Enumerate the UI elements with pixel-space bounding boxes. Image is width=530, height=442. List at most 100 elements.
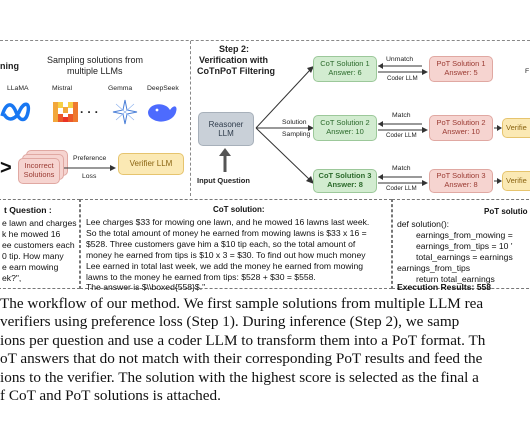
row2-relation: Match (392, 112, 411, 119)
reasoner-llm-line2: LLM (218, 129, 234, 138)
step1-arrow-glyph: > (0, 157, 12, 179)
caption-line-6: f CoT and PoT solutions is attached. (0, 386, 221, 404)
model-gemma: Gemma (108, 85, 133, 92)
top-dashed-line (0, 40, 530, 41)
cot-solution-2-title: CoT Solution 2 (320, 118, 370, 128)
reasoner-llm-box: Reasoner LLM (198, 112, 254, 146)
cot-solution-2-answer: Answer: 10 (326, 127, 364, 136)
caption-line-1: The workflow of our method. We first sam… (0, 295, 484, 312)
loss-label: Loss (82, 173, 97, 180)
cot-line-3: $528. Three customers gave him a $10 tip… (86, 239, 356, 249)
step1-title-fragment: ning (0, 61, 19, 71)
row2-out-arrow (494, 125, 502, 131)
mistral-icon (53, 102, 78, 122)
cot-line-2: So the total amount of money he earned f… (86, 228, 367, 238)
question-line-5: e earn mowing (2, 262, 59, 272)
verifier-llm-label: Verifier LLM (129, 159, 173, 169)
row3-coder: Coder LLM (386, 185, 417, 192)
row3-arrows (378, 174, 428, 186)
row1-coder: Coder LLM (387, 75, 418, 82)
row3-out-arrow (494, 178, 502, 184)
cot-panel (80, 199, 392, 289)
figure-caption: The workflow of our method. We first sam… (0, 295, 530, 405)
pot-line-1: def solution(): (397, 219, 450, 229)
pot-solution-1-title: PoT Solution 1 (436, 59, 486, 69)
model-icons (0, 99, 177, 125)
model-llama: LLaMA (7, 85, 29, 92)
cot-panel-title: CoT solution: (213, 205, 265, 214)
solution-label: Solution (282, 119, 307, 126)
pot-line-4: total_earnings = earnings (416, 252, 513, 262)
pot-panel-title: PoT solutio (484, 207, 528, 216)
caption-line-5: ions to the verifier. The solution with … (0, 368, 479, 386)
verifier-row2: Verifie (502, 118, 530, 138)
pot-line-5: earnings_from_tips (397, 263, 471, 273)
row1-arrows (378, 63, 428, 75)
input-question-arrow (219, 148, 231, 172)
incorrect-solutions-line1: Incorrect (24, 161, 54, 171)
cot-line-1: Lee charges $33 for mowing one lawn, and… (86, 217, 370, 227)
question-panel-title: t Question : (4, 205, 52, 215)
incorrect-solutions-line2: Solutions (23, 170, 55, 179)
meta-icon (0, 102, 31, 122)
verifier-row3: Verifie (502, 171, 530, 191)
cot-line-6: lawns to the money he earned from tips: … (86, 272, 316, 282)
model-dots: · · · (80, 105, 99, 119)
question-line-4: 0 tip. How many (2, 251, 64, 261)
pot-line-3: earnings_from_tips = 10 ' (416, 241, 513, 251)
row2-coder: Coder LLM (386, 132, 417, 139)
cot-solution-3: CoT Solution 3 Answer: 8 (313, 169, 377, 193)
verifier-row3-label: Verifie (506, 175, 527, 185)
sampling-arrows (255, 66, 314, 184)
pot-solution-3-title: PoT Solution 3 (436, 171, 486, 181)
verifier-llm-box: Verifier LLM (118, 153, 184, 175)
cot-solution-1-answer: Answer: 6 (328, 68, 362, 77)
pot-line-2: earnings_from_mowing = (416, 230, 513, 240)
input-question-label: Input Question (197, 176, 250, 185)
pot-panel (392, 199, 530, 289)
reasoner-llm-line1: Reasoner (208, 119, 244, 129)
sampling-title-line1: Sampling solutions from (47, 55, 144, 65)
question-line-3: ee customers each (2, 240, 75, 250)
preference-label: Preference (73, 155, 107, 162)
question-line-6: ek?", (2, 273, 22, 283)
cot-solution-1-title: CoT Solution 1 (320, 59, 370, 69)
row3-relation: Match (392, 165, 411, 172)
pot-execution-result: Execution Results: 558 (397, 282, 492, 292)
pot-solution-1: PoT Solution 1 Answer: 5 (429, 56, 493, 82)
preference-arrow (64, 165, 116, 171)
pot-solution-1-answer: Answer: 5 (444, 68, 478, 77)
model-mistral: Mistral (52, 85, 73, 92)
row1-right-text: F (525, 68, 530, 75)
cot-solution-1: CoT Solution 1 Answer: 6 (313, 56, 377, 82)
question-line-1: e lawn and charges (2, 218, 77, 228)
cot-solution-3-title: CoT Solution 3 (318, 171, 372, 181)
model-deepseek: DeepSeek (147, 85, 179, 92)
verifier-row2-label: Verifie (506, 122, 527, 132)
step2-title-line2: Verification with (199, 55, 269, 65)
caption-line-2: verifiers using preference loss (Step 1)… (0, 313, 460, 331)
row1-relation: Unmatch (386, 56, 414, 63)
pot-line-6: return total_earnings (416, 274, 495, 284)
cot-solution-3-answer: Answer: 8 (327, 180, 363, 189)
pot-solution-2-title: PoT Solution 2 (436, 118, 486, 128)
pot-solution-3-answer: Answer: 8 (444, 180, 478, 189)
caption-line-3: ions per question and use a coder LLM to… (0, 331, 486, 349)
deepseek-icon (148, 104, 177, 122)
cot-solution-2: CoT Solution 2 Answer: 10 (313, 115, 377, 141)
gemma-icon (112, 99, 138, 125)
cot-line-5: Lee earned in total last week, we add th… (86, 261, 364, 271)
question-panel (0, 199, 80, 289)
pot-solution-2-answer: Answer: 10 (442, 127, 480, 136)
sampling-title-line2: multiple LLMs (67, 66, 123, 76)
pot-solution-3: PoT Solution 3 Answer: 8 (429, 169, 493, 193)
row2-arrows (378, 121, 428, 133)
question-line-2: k he mowed 16 (2, 229, 61, 239)
cot-line-7: The answer is $\\boxed{558}$." (86, 282, 206, 292)
cot-line-4: money he earned from tips is $10 x 3 = $… (86, 250, 366, 260)
step2-title-line3: CoTnPoT Filtering (197, 66, 275, 76)
pot-solution-2: PoT Solution 2 Answer: 10 (429, 115, 493, 141)
caption-line-4: oT answers that do not match with their … (0, 350, 483, 368)
step-divider (190, 41, 191, 196)
incorrect-solutions-card: Incorrect Solutions (18, 158, 60, 184)
